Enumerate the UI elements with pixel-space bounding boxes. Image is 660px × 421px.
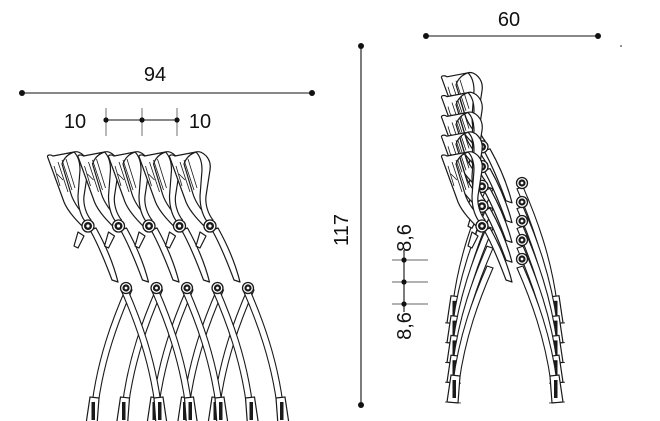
- dimension-label-10-left: 10: [64, 111, 86, 133]
- dimension-label-60: 60: [498, 9, 520, 31]
- dimension-height: 117: [331, 43, 364, 408]
- stacked-leg-pivot-1: [515, 176, 529, 190]
- dimension-label-8-6-bottom: 8,6: [394, 312, 416, 340]
- dimension-stack-width: 60: [423, 9, 601, 39]
- dimension-label-117: 117: [331, 214, 353, 246]
- leg-pivot-3: [180, 281, 194, 295]
- stacked-leg-pivot-3: [515, 214, 529, 228]
- chair-frames: [46, 151, 241, 283]
- dimension-label-8-6-top: 8,6: [394, 224, 416, 252]
- dimension-pitch: 10 10: [64, 108, 211, 136]
- stray-dot: [620, 45, 622, 47]
- stacked-leg-pivot-2: [515, 195, 529, 209]
- leg-pivot-1: [119, 281, 133, 295]
- stacked-leg-pivot-5: [515, 252, 529, 266]
- stacked-chairs: [440, 71, 566, 404]
- rear-legs: [83, 287, 255, 421]
- dimension-label-94: 94: [144, 64, 166, 86]
- stacked-leg-pivot-4: [515, 233, 529, 247]
- stacked-rear-legs: [444, 186, 494, 404]
- front-legs: [120, 287, 292, 421]
- leg-pivot-4: [211, 281, 224, 295]
- dimension-overall-width: 94: [19, 64, 315, 96]
- side-by-side-chairs: [46, 151, 292, 421]
- dimension-stack-pitch: 8,6 8,6: [392, 224, 428, 340]
- dimension-label-10-right: 10: [189, 111, 211, 133]
- leg-pivots: [119, 281, 255, 295]
- leg-pivot-2: [150, 281, 163, 295]
- leg-pivot-5: [241, 281, 255, 295]
- stacked-pivots: [515, 176, 529, 266]
